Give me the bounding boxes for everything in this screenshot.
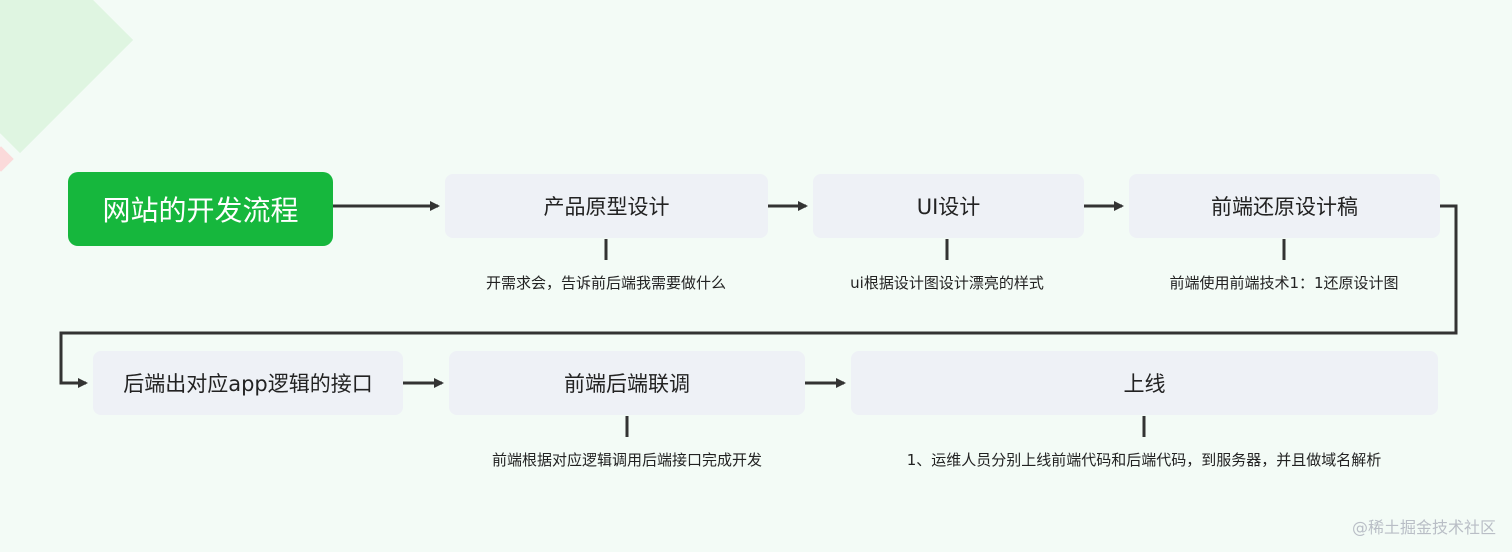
step-node-backend-api[interactable]: 后端出对应app逻辑的接口 <box>93 351 403 415</box>
step-note-integration: 前端根据对应逻辑调用后端接口完成开发 <box>491 451 763 469</box>
step-note-launch: 1、运维人员分别上线前端代码和后端代码，到服务器，并且做域名解析 <box>906 451 1382 469</box>
step-note-product-prototype: 开需求会，告诉前后端我需要做什么 <box>485 274 727 292</box>
step-node-launch[interactable]: 上线 <box>851 351 1438 415</box>
step-node-product-prototype[interactable]: 产品原型设计 <box>445 174 768 238</box>
arrow-step3-to-step4 <box>59 204 1458 388</box>
step-node-frontend-restore[interactable]: 前端还原设计稿 <box>1129 174 1440 238</box>
step-node-ui-design[interactable]: UI设计 <box>813 174 1084 238</box>
root-node[interactable]: 网站的开发流程 <box>68 172 333 246</box>
step-note-frontend-restore: 前端使用前端技术1：1还原设计图 <box>1169 274 1399 292</box>
watermark: @稀土掘金技术社区 <box>1351 518 1496 537</box>
step-node-integration[interactable]: 前端后端联调 <box>449 351 805 415</box>
step-note-ui-design: ui根据设计图设计漂亮的样式 <box>850 274 1044 292</box>
